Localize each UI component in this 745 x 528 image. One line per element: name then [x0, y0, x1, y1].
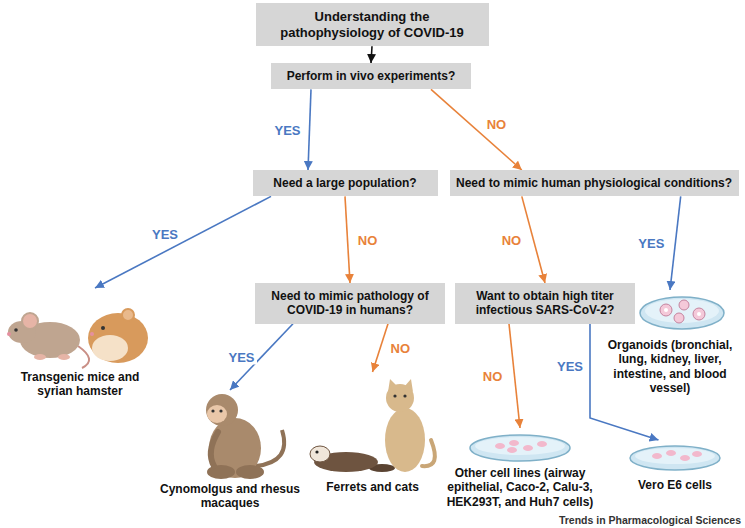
edge-label: YES	[272, 122, 302, 137]
hamster-eye	[101, 326, 105, 330]
cat-head	[386, 384, 414, 412]
cat-eye	[403, 394, 406, 397]
dish-medium	[475, 437, 565, 455]
mouse-eye	[14, 328, 18, 332]
edge-label: YES	[226, 349, 256, 364]
flow-arrow	[345, 196, 350, 283]
box-text: Need a large population?	[273, 176, 416, 190]
model-caption: Organoids (bronchial, lung, kidney, live…	[598, 338, 742, 396]
box-text: Need to mimic human physiological condit…	[456, 176, 732, 190]
macaque-face	[207, 405, 227, 423]
box-text: Perform in vivo experiments?	[287, 69, 456, 83]
dish-medium	[645, 299, 719, 323]
organoid	[679, 300, 689, 310]
edge-label: NO	[481, 368, 505, 383]
macaque-arm	[211, 432, 218, 466]
petri-dish	[630, 446, 720, 470]
dish-medium	[635, 448, 715, 464]
petri-dish	[470, 435, 570, 461]
decision-box: Understanding the pathophysiology of COV…	[256, 3, 489, 46]
organoid	[693, 308, 705, 320]
hamster-ear	[122, 309, 134, 321]
organoid-lumen	[697, 312, 701, 316]
cell	[495, 443, 505, 449]
edge-label: YES	[636, 236, 666, 251]
mouse-foot	[58, 354, 70, 360]
edge-label: NO	[500, 232, 524, 247]
decision-box: Need to mimic human physiological condit…	[450, 170, 739, 196]
journal-credit: Trends in Pharmacological Sciences	[559, 514, 741, 526]
organoid-lumen	[664, 308, 668, 312]
macaque-leg	[236, 465, 264, 479]
hamster-nose	[90, 332, 94, 336]
box-text: Want to obtain high titer infectious SAR…	[461, 289, 629, 318]
cell	[537, 441, 547, 447]
edge-label: NO	[485, 116, 509, 131]
model-node: Ferrets and cats	[310, 372, 435, 494]
mouse-nose	[7, 332, 11, 336]
edge-label: NO	[389, 340, 413, 355]
mouse-foot	[34, 354, 46, 360]
cat-eye	[393, 394, 396, 397]
cell	[692, 451, 702, 457]
hamster-body	[88, 313, 148, 363]
macaque-eye	[211, 409, 214, 412]
model-node: Organoids (bronchial, lung, kidney, live…	[598, 290, 742, 396]
cell	[523, 445, 533, 451]
ferret-head	[310, 446, 330, 462]
cell	[666, 450, 676, 456]
flow-arrow	[308, 89, 311, 170]
flow-arrow	[95, 196, 271, 288]
model-caption: Ferrets and cats	[326, 480, 419, 494]
model-node: Transgenic mice and syrian hamster	[5, 288, 155, 399]
decision-box: Perform in vivo experiments?	[271, 63, 471, 89]
box-text: Need to mimic pathology of COVID-19 in h…	[261, 289, 439, 318]
hamster-belly	[92, 335, 128, 361]
flow-arrow	[670, 196, 681, 290]
cat-body	[385, 408, 425, 472]
model-node: Vero E6 cells	[620, 440, 730, 492]
flow-arrow	[522, 196, 545, 283]
cell	[680, 455, 690, 461]
mouse-ear	[22, 313, 38, 329]
edge-label: YES	[555, 359, 585, 374]
model-node: Cynomolgus and rhesus macaques	[145, 390, 315, 511]
model-caption: Other cell lines (airway epithelial, Cac…	[430, 466, 610, 509]
flow-arrow	[431, 89, 522, 170]
cell	[652, 453, 662, 459]
model-node: Other cell lines (airway epithelial, Cac…	[430, 428, 610, 509]
ferret-eye	[315, 450, 318, 453]
organoid	[674, 313, 684, 323]
edge-label: NO	[356, 232, 380, 247]
flow-arrow	[371, 46, 372, 63]
flow-arrow	[373, 324, 389, 372]
petri-dish	[640, 297, 724, 329]
model-caption: Vero E6 cells	[638, 478, 712, 492]
model-caption: Transgenic mice and syrian hamster	[5, 370, 155, 399]
macaque-head	[206, 394, 238, 426]
mouse-tail	[78, 346, 89, 368]
cell	[507, 447, 517, 453]
flow-arrow	[509, 324, 520, 428]
organoid	[660, 304, 672, 316]
edge-label: YES	[150, 227, 180, 242]
macaque-eye	[219, 409, 222, 412]
decision-box: Want to obtain high titer infectious SAR…	[455, 283, 635, 324]
box-text: Understanding the pathophysiology of COV…	[262, 9, 483, 40]
decision-box: Need a large population?	[253, 170, 438, 196]
model-caption: Cynomolgus and rhesus macaques	[145, 482, 315, 511]
decision-box: Need to mimic pathology of COVID-19 in h…	[255, 283, 445, 324]
cell	[509, 440, 519, 446]
